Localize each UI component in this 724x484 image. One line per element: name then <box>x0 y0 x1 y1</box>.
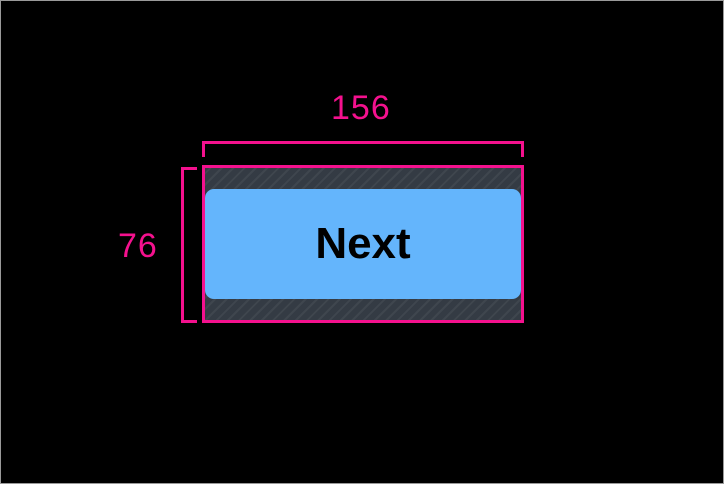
height-bracket-bar <box>181 167 184 323</box>
next-button[interactable]: Next <box>205 189 521 299</box>
widget-bounds-region: Next <box>205 168 521 320</box>
width-bracket-serif-left <box>202 141 205 157</box>
next-button-label: Next <box>315 219 411 268</box>
width-bracket-bar <box>202 141 524 144</box>
width-bracket-serif-right <box>521 141 524 157</box>
height-dimension-bracket <box>181 167 201 323</box>
width-dimension-bracket <box>202 141 524 161</box>
height-bracket-serif-bottom <box>181 320 197 323</box>
height-bracket-serif-top <box>181 167 197 170</box>
element-bounds-outline[interactable] <box>202 165 524 323</box>
width-measurement-label: 156 <box>331 89 391 127</box>
height-measurement-label: 76 <box>118 227 158 265</box>
